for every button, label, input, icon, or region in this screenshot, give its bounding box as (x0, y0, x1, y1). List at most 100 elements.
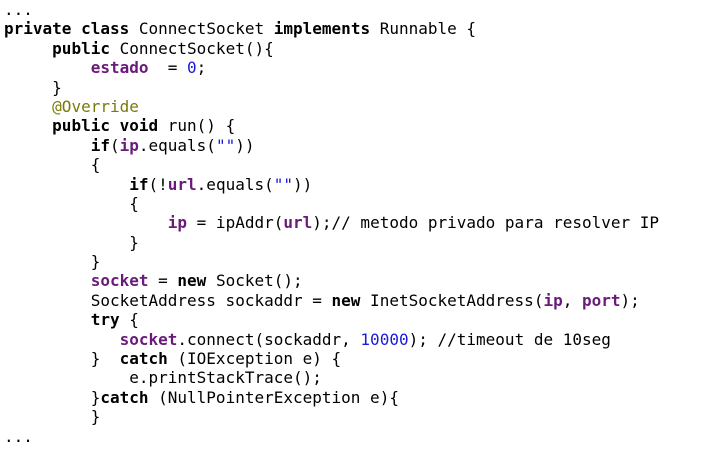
code-token-kw: new (331, 290, 361, 310)
code-token-plain: ); (408, 329, 438, 349)
code-token-plain: (NullPointerException e){ (148, 387, 399, 407)
code-line: if(ip.equals("")) (4, 136, 659, 155)
code-token-plain: (! (148, 174, 168, 194)
code-line: e.printStackTrace(); (4, 368, 659, 387)
code-token-plain: .equals( (196, 174, 274, 194)
code-line: } (4, 407, 659, 426)
code-token-plain: { (119, 310, 139, 330)
code-token-plain: ... (4, 0, 33, 19)
code-token-plain: .equals( (138, 135, 216, 155)
code-token-kw: catch (119, 349, 168, 369)
code-token-plain: (IOException e) { (167, 349, 342, 369)
code-line: { (4, 194, 659, 213)
code-token-plain: ... (4, 426, 33, 446)
code-token-plain (4, 271, 91, 290)
code-token-plain: = (148, 271, 178, 291)
code-line: @Override (4, 97, 659, 116)
code-token-kw: if (90, 135, 110, 155)
code-line: { (4, 155, 659, 174)
code-line: private class ConnectSocket implements R… (4, 19, 659, 38)
code-token-plain (110, 116, 120, 135)
code-token-field: ip (119, 135, 139, 155)
code-token-plain (4, 175, 129, 194)
code-token-field: port (581, 290, 621, 310)
code-token-plain: ( (109, 135, 120, 155)
code-token-field: estado (90, 58, 149, 78)
code-line: socket.connect(sockaddr, 10000); //timeo… (4, 330, 659, 349)
code-token-plain (4, 213, 168, 232)
code-line: } (4, 233, 659, 252)
code-listing: ...private class ConnectSocket implement… (4, 0, 659, 446)
code-token-plain: } (4, 77, 62, 97)
code-line: SocketAddress sockaddr = new InetSocketA… (4, 291, 659, 310)
code-line: public ConnectSocket(){ (4, 39, 659, 58)
code-token-plain: Runnable { (370, 19, 477, 39)
code-line: public void run() { (4, 116, 659, 135)
code-token-field: url (167, 174, 197, 194)
code-token-plain: } (4, 407, 101, 427)
code-line: socket = new Socket(); (4, 271, 659, 290)
code-token-plain: } (4, 349, 120, 369)
code-token-num: 0 (187, 58, 197, 78)
code-token-ann: @Override (52, 96, 139, 116)
code-line: ... (4, 427, 659, 446)
code-token-plain: = (148, 58, 188, 78)
code-token-kw: public (52, 116, 110, 136)
code-token-plain: ); (312, 213, 332, 233)
code-line: } (4, 78, 659, 97)
code-token-kw: class (81, 19, 130, 39)
code-token-plain: { (4, 155, 101, 175)
code-token-str: "" (273, 174, 293, 194)
code-token-plain: ; (196, 58, 207, 78)
code-token-field: socket (119, 329, 178, 349)
code-token-plain: ConnectSocket (129, 19, 274, 39)
code-token-plain: )) (235, 135, 255, 155)
code-token-plain (4, 58, 91, 77)
code-token-plain (4, 97, 52, 116)
code-line: estado = 0; (4, 58, 659, 77)
code-token-plain: ConnectSocket(){ (109, 38, 274, 58)
code-token-field: ip (167, 213, 188, 233)
code-token-plain: )) (293, 174, 313, 194)
code-token-comment: //timeout de 10seg (437, 329, 611, 349)
code-token-kw: public (52, 38, 110, 58)
code-line: ip = ipAddr(url);// metodo privado para … (4, 213, 659, 232)
code-token-kw: catch (100, 387, 149, 407)
code-line: try { (4, 310, 659, 329)
code-token-plain (71, 19, 81, 38)
code-token-kw: implements (273, 19, 371, 39)
code-token-plain: SocketAddress sockaddr = (4, 290, 332, 310)
code-token-plain: ); (620, 290, 640, 310)
code-token-plain (4, 330, 120, 349)
code-token-str: "" (215, 135, 236, 155)
code-token-plain (4, 116, 52, 135)
code-token-plain (4, 136, 91, 155)
code-token-plain (4, 310, 91, 329)
code-token-plain: .connect(sockaddr, (177, 329, 361, 349)
code-token-plain: { (4, 193, 139, 213)
code-token-plain: } (4, 252, 101, 272)
code-line: ... (4, 0, 659, 19)
code-token-plain: } (4, 232, 139, 252)
code-token-plain: } (4, 387, 101, 407)
code-line: } catch (IOException e) { (4, 349, 659, 368)
code-token-plain: InetSocketAddress( (360, 290, 544, 310)
code-line: if(!url.equals("")) (4, 175, 659, 194)
code-token-num: 10000 (360, 329, 409, 349)
code-line: } (4, 252, 659, 271)
code-token-plain: , (562, 290, 582, 310)
code-token-field: socket (90, 271, 149, 291)
code-line: }catch (NullPointerException e){ (4, 388, 659, 407)
code-token-plain: Socket(); (206, 271, 303, 291)
code-token-field: url (283, 213, 313, 233)
code-token-comment: // metodo privado para resolver IP (331, 213, 660, 233)
code-token-kw: new (177, 271, 207, 291)
code-token-plain: = ipAddr( (187, 213, 284, 233)
code-token-kw: if (129, 174, 149, 194)
code-token-plain: run() { (158, 116, 236, 136)
code-token-field: ip (543, 290, 563, 310)
code-token-kw: try (90, 310, 120, 330)
code-token-kw: void (119, 116, 159, 136)
code-token-plain: e.printStackTrace(); (4, 368, 322, 388)
code-token-kw: private (4, 19, 72, 39)
